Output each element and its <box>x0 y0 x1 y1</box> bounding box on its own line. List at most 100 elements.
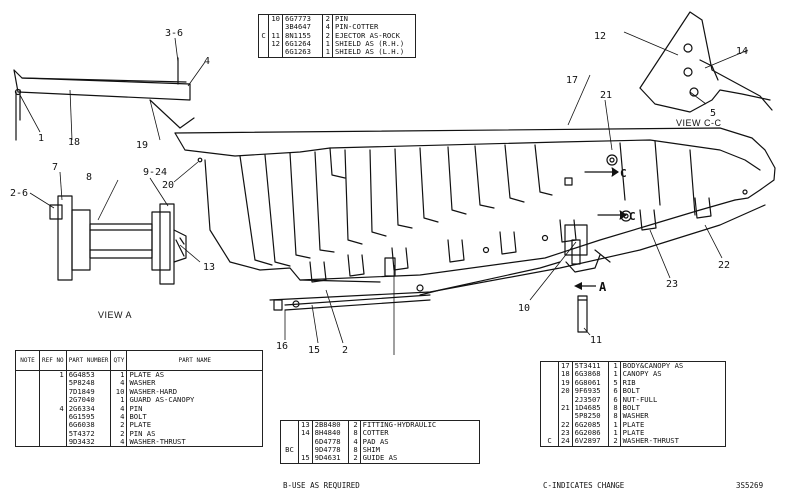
section-label-c-top: C <box>620 167 627 180</box>
row-part-name: GUARD AS-CANOPY <box>126 395 263 405</box>
row-qty: 8 <box>607 411 621 421</box>
row-part-name: BOLT <box>126 412 263 422</box>
row-note <box>541 362 559 371</box>
row-qty: 2 <box>347 454 361 464</box>
shield-view-cc-drawing <box>639 11 773 113</box>
row-note <box>281 421 299 430</box>
row-part-number: 2B8480 <box>311 420 349 430</box>
row-part-name: NUT-FULL <box>619 395 726 404</box>
row-part-name: WASHER-THRUST <box>126 437 263 447</box>
row-part-number: 5T4372 <box>65 429 111 439</box>
guide-drawing <box>273 299 300 311</box>
row-part-number: 6G6038 <box>65 420 111 430</box>
row-part-number: 2G6334 <box>65 404 111 413</box>
row-note <box>281 454 299 463</box>
row-note <box>541 421 559 429</box>
row-qty: 4 <box>347 437 361 447</box>
row-ref: 23 <box>558 428 573 438</box>
header-note: NOTE <box>15 350 40 371</box>
row-qty: 4 <box>110 412 127 422</box>
section-label-a: A <box>599 280 607 294</box>
row-ref: 10 <box>268 14 283 24</box>
row-part-name: SHIM <box>359 445 480 455</box>
header-qty: QTY <box>110 350 127 371</box>
row-ref: 19 <box>558 378 573 388</box>
row-part-number: 6V2897 <box>571 437 609 447</box>
row-qty: 8 <box>347 445 361 455</box>
callout-21: 21 <box>600 90 612 101</box>
row-qty: 1 <box>607 420 621 430</box>
row-part-name: PLATE <box>126 420 263 430</box>
header-ref: REF NO <box>39 350 67 371</box>
row-qty: 1 <box>607 361 621 371</box>
row-ref <box>39 396 67 405</box>
callout-3-6: 3-6 <box>165 28 183 39</box>
row-part-number: 6G2085 <box>571 420 609 430</box>
row-ref <box>39 379 67 388</box>
row-qty: 4 <box>110 404 127 413</box>
row-part-number: 8H4840 <box>311 428 349 438</box>
row-qty: 1 <box>607 369 621 379</box>
row-ref: 14 <box>298 428 313 438</box>
row-part-number: 5P8248 <box>65 378 111 388</box>
row-part-number: 6D4778 <box>311 437 349 447</box>
row-ref <box>268 48 283 58</box>
row-part-number: 9D3432 <box>65 437 111 447</box>
view-a-label: VIEW A <box>98 310 132 320</box>
row-note <box>16 413 40 421</box>
row-qty: 4 <box>110 378 127 388</box>
row-ref: 15 <box>298 454 313 464</box>
row-part-name: WASHER-THRUST <box>619 437 726 447</box>
row-part-number: 6G1595 <box>65 412 111 422</box>
row-ref <box>558 395 573 404</box>
row-qty: 2 <box>322 14 333 24</box>
drawing-number: 3S5269 <box>736 481 764 490</box>
row-ref: 4 <box>39 404 67 413</box>
row-qty: 4 <box>110 437 127 447</box>
row-part-number: 6G8061 <box>571 378 609 388</box>
row-qty: 1 <box>322 48 333 58</box>
row-note <box>16 371 40 380</box>
callout-20: 20 <box>162 180 174 191</box>
callout-17: 17 <box>566 75 578 86</box>
row-part-name: EJECTOR AS-ROCK <box>332 31 416 41</box>
row-part-name: CANOPY AS <box>619 369 726 379</box>
row-ref: 11 <box>268 31 283 41</box>
row-part-name: PLATE <box>619 428 726 438</box>
row-part-name: WASHER <box>126 378 263 388</box>
row-ref: 21 <box>558 403 573 413</box>
row-part-name: SHIELD AS (R.H.) <box>332 39 416 49</box>
row-part-name: PLATE AS <box>126 370 263 380</box>
row-part-number: 6G4853 <box>65 370 111 380</box>
header-part-name: PART NAME <box>126 350 263 371</box>
row-note <box>541 379 559 387</box>
row-part-name: WASHER-HARD <box>126 387 263 397</box>
row-note <box>281 429 299 437</box>
row-ref: 24 <box>558 437 573 447</box>
row-note: C <box>547 436 552 446</box>
row-part-number: 6G3868 <box>571 369 609 379</box>
row-part-name: PLATE <box>619 420 726 430</box>
row-part-number: 9F6935 <box>571 386 609 396</box>
row-part-name: FITTING-HYDRAULIC <box>359 420 480 430</box>
row-note <box>16 388 40 396</box>
row-ref <box>558 412 573 421</box>
row-note <box>16 379 40 387</box>
row-ref <box>39 438 67 447</box>
callout-18: 18 <box>68 137 80 148</box>
row-note: BC <box>285 445 294 455</box>
row-ref <box>39 421 67 430</box>
row-part-name: PIN AS <box>126 429 263 439</box>
row-note <box>541 395 559 403</box>
